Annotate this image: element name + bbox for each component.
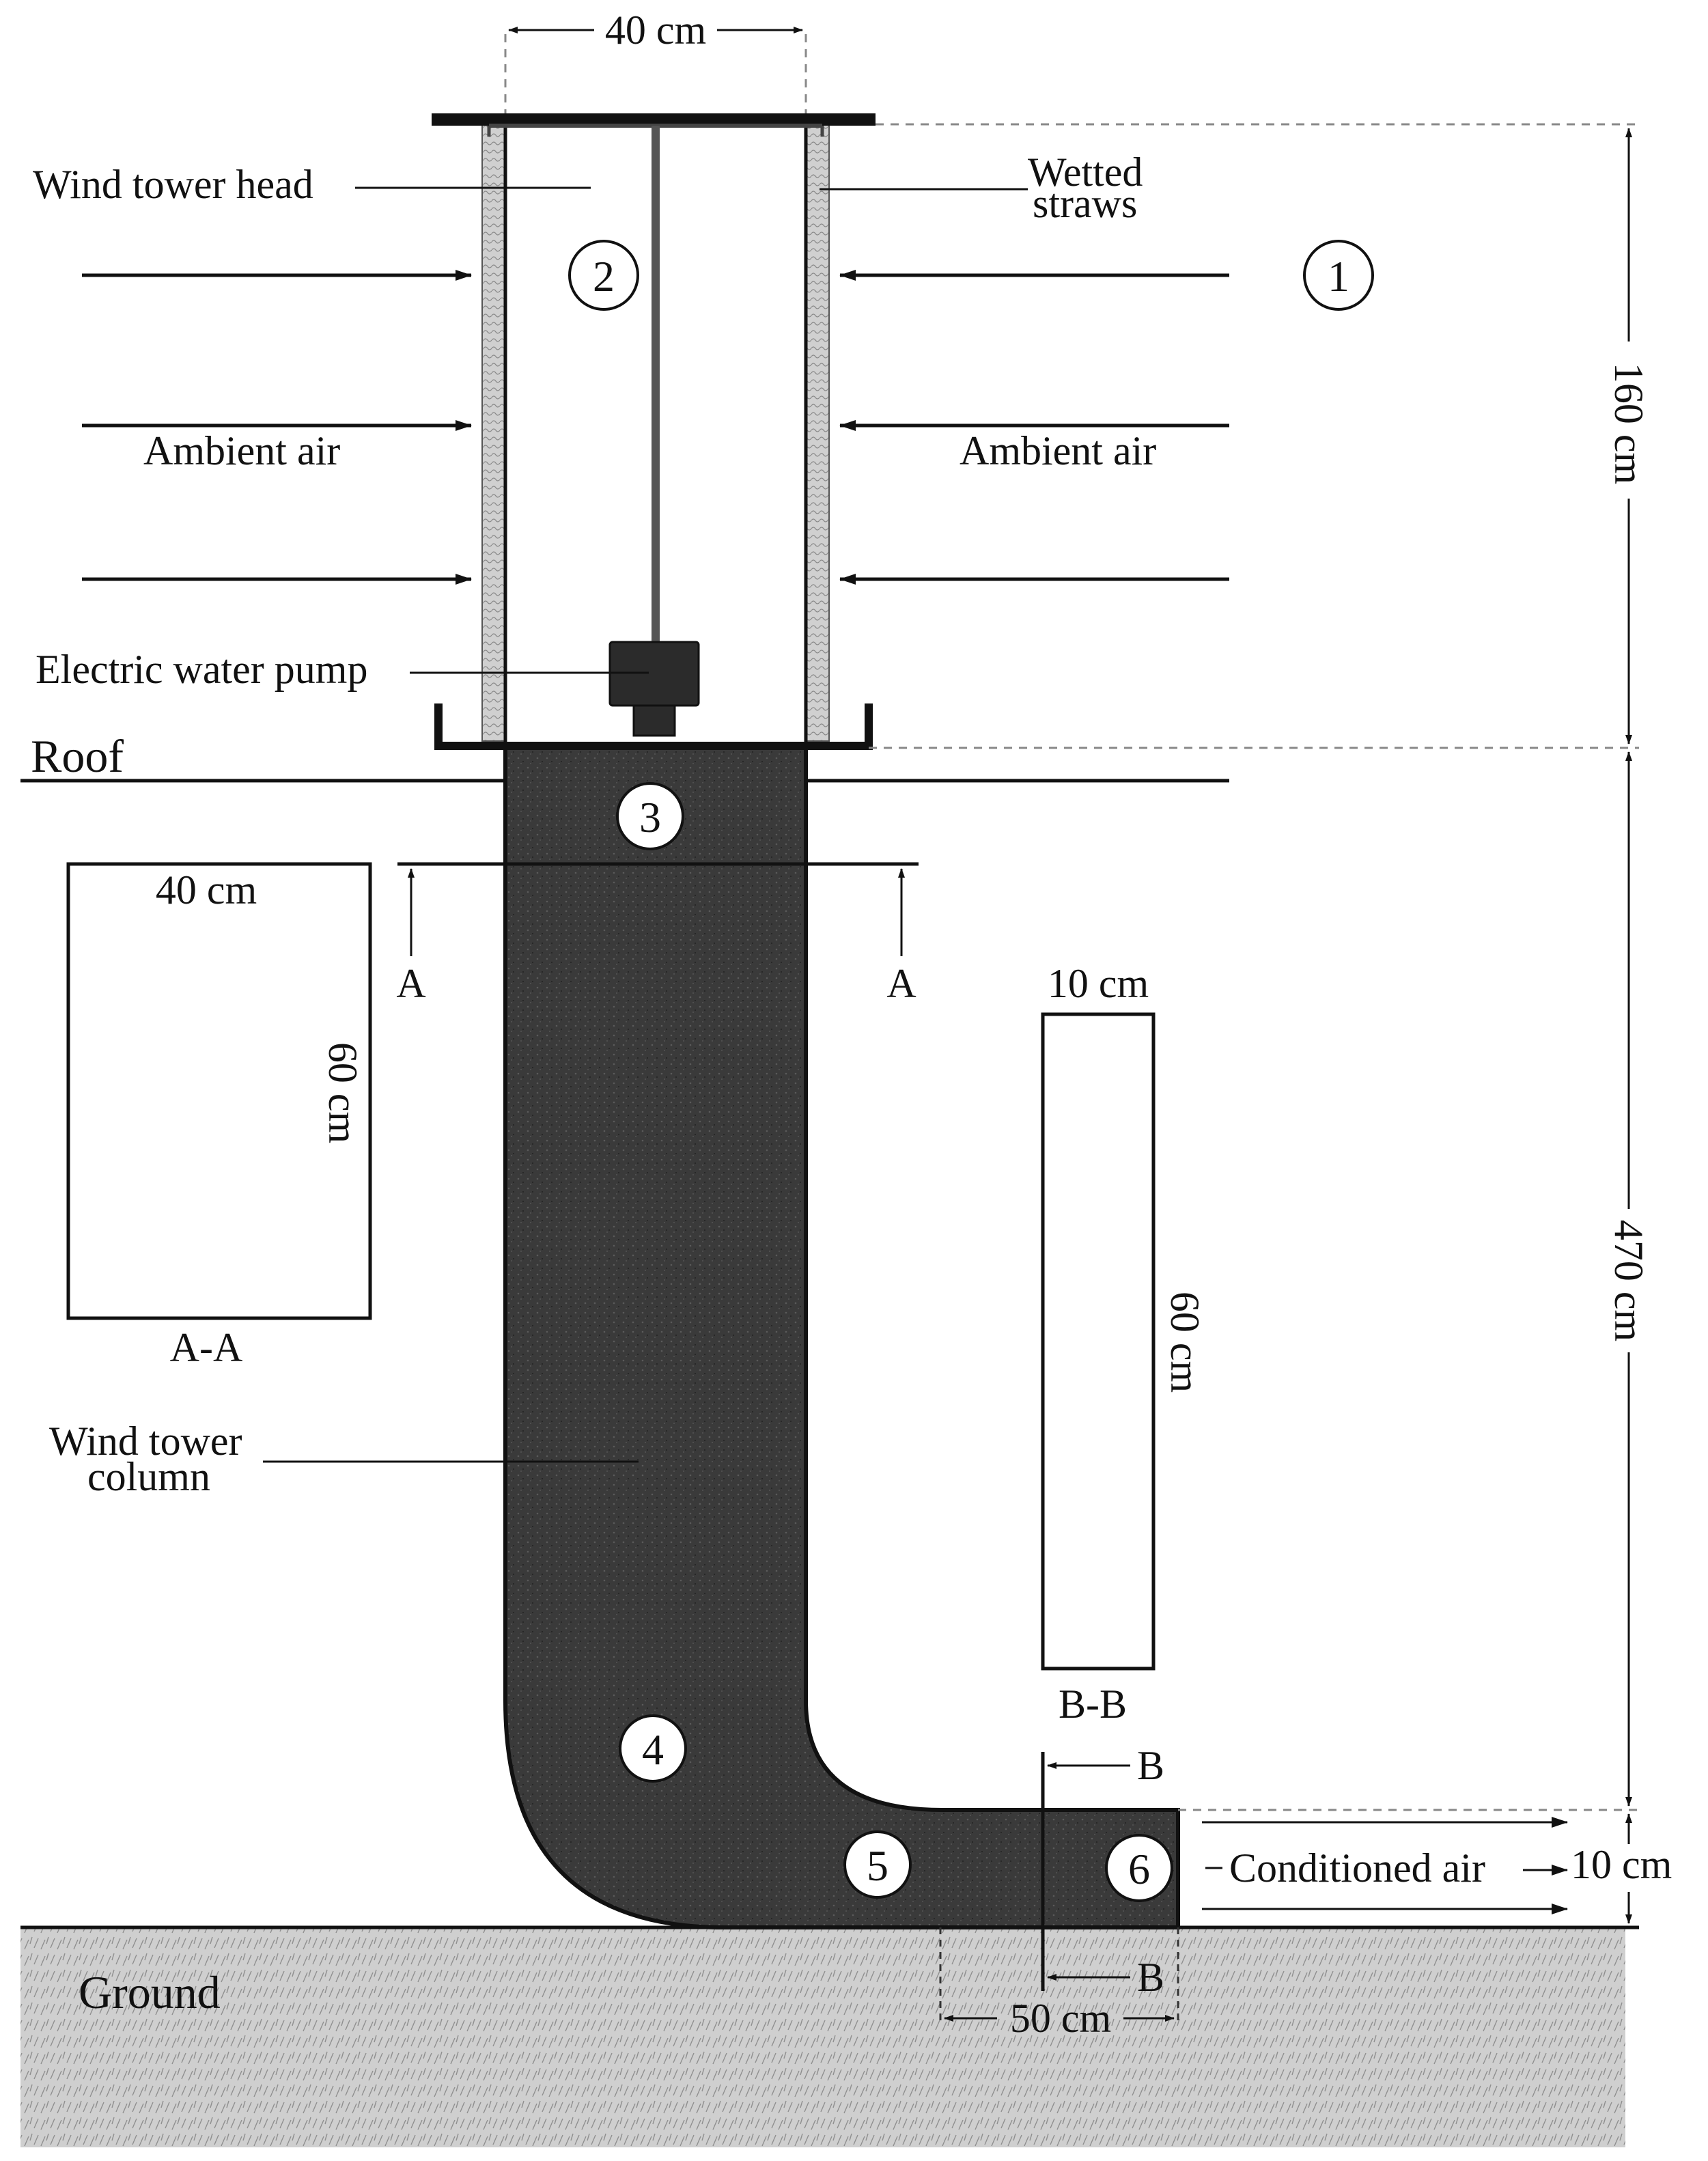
outlet-length-label: 50 cm bbox=[1010, 1996, 1111, 2041]
section-aa-width-label: 40 cm bbox=[156, 867, 257, 912]
section-aa-height-label: 60 cm bbox=[320, 1042, 365, 1143]
section-bb-height-label: 60 cm bbox=[1162, 1292, 1207, 1393]
point-6-label: 6 bbox=[1128, 1845, 1150, 1893]
pump-base bbox=[632, 704, 676, 737]
water-tray bbox=[434, 703, 873, 750]
section-aa-rect bbox=[66, 862, 372, 1320]
point-5-label: 5 bbox=[867, 1841, 888, 1890]
point-1-label: 1 bbox=[1328, 252, 1349, 301]
head-top-cap bbox=[432, 113, 876, 126]
wind-tower-column-label-2: column bbox=[87, 1454, 210, 1499]
ground-label: Ground bbox=[79, 1966, 221, 2018]
point-4-label: 4 bbox=[642, 1725, 664, 1774]
wetted-straws-label-2: straws bbox=[1033, 181, 1137, 226]
point-2-marker: 2 bbox=[568, 240, 639, 311]
electric-water-pump-label: Electric water pump bbox=[36, 647, 367, 692]
point-4-marker: 4 bbox=[619, 1714, 687, 1783]
conditioned-air-label: Conditioned air bbox=[1229, 1845, 1485, 1891]
wetted-straws-label-1: Wetted bbox=[1028, 150, 1143, 195]
section-a-marker-right: A bbox=[886, 961, 916, 1006]
wind-tower-head-label: Wind tower head bbox=[33, 162, 313, 207]
section-b-marker-bottom: B bbox=[1137, 1955, 1164, 2000]
section-bb-rect bbox=[1041, 1012, 1156, 1671]
section-a-marker-left: A bbox=[396, 961, 425, 1006]
ambient-air-label-right: Ambient air bbox=[960, 428, 1156, 473]
point-1-marker: 1 bbox=[1303, 240, 1374, 311]
point-5-marker: 5 bbox=[843, 1830, 912, 1899]
outlet-height-label: 10 cm bbox=[1571, 1842, 1672, 1887]
point-2-label: 2 bbox=[593, 252, 615, 301]
wetted-straws-left bbox=[481, 122, 506, 742]
section-aa-caption: A-A bbox=[170, 1325, 243, 1370]
point-3-label: 3 bbox=[639, 793, 661, 841]
wind-tower-column bbox=[503, 744, 1180, 1929]
roof-label: Roof bbox=[31, 730, 124, 782]
section-bb-caption: B-B bbox=[1059, 1682, 1127, 1727]
point-6-marker: 6 bbox=[1105, 1834, 1173, 1902]
ground-area bbox=[20, 1927, 1625, 2147]
wetted-straws-right bbox=[805, 122, 830, 742]
ambient-air-label-left: Ambient air bbox=[143, 428, 340, 473]
section-bb-width-label: 10 cm bbox=[1048, 961, 1149, 1006]
wind-tower-column-label-1: Wind tower bbox=[49, 1419, 242, 1464]
head-width-label: 40 cm bbox=[605, 8, 706, 53]
point-3-marker: 3 bbox=[616, 782, 684, 850]
column-height-label: 470 cm bbox=[1606, 1220, 1651, 1341]
section-b-marker-top: B bbox=[1137, 1743, 1164, 1788]
head-height-label: 160 cm bbox=[1606, 363, 1651, 484]
